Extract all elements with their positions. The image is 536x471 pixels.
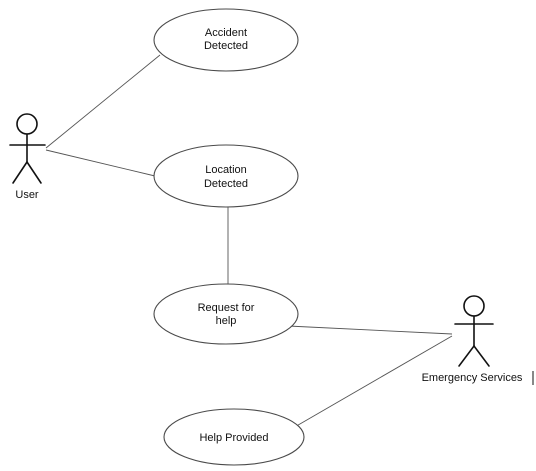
use-case-request-for-help[interactable]: Request for help: [153, 283, 299, 345]
use-case-label-line: Detected: [204, 40, 248, 52]
use-case-location-detected[interactable]: Location Detected: [153, 144, 299, 208]
use-case-ellipse: [153, 283, 299, 345]
stick-figure-icon: [9, 113, 46, 184]
stick-figure-icon: [454, 295, 494, 367]
use-case-label-line: Request for: [198, 302, 255, 314]
use-case-ellipse: [163, 408, 305, 466]
use-case-label-line: help: [216, 315, 237, 327]
actor-label: User: [15, 189, 39, 201]
use-case-ellipse: [153, 144, 299, 208]
association-user-accident: [45, 54, 161, 149]
use-case-accident-detected[interactable]: Accident Detected: [153, 8, 299, 72]
association-emergency-provided: [292, 335, 453, 429]
actor-user[interactable]: User: [9, 113, 46, 201]
association-request-emergency: [287, 325, 453, 335]
use-case-label-line: Accident: [205, 27, 247, 39]
use-case-label-line: Location: [205, 164, 247, 176]
use-case-label-line: Detected: [204, 178, 248, 190]
actor-label: Emergency Services: [422, 372, 523, 384]
association-user-location: [45, 149, 156, 177]
use-case-ellipse: [153, 8, 299, 72]
actor-emergency-services[interactable]: Emergency Services: [422, 295, 534, 385]
use-case-label-line: Help Provided: [199, 432, 268, 444]
associations: [45, 54, 453, 429]
use-case-help-provided[interactable]: Help Provided: [163, 408, 305, 466]
